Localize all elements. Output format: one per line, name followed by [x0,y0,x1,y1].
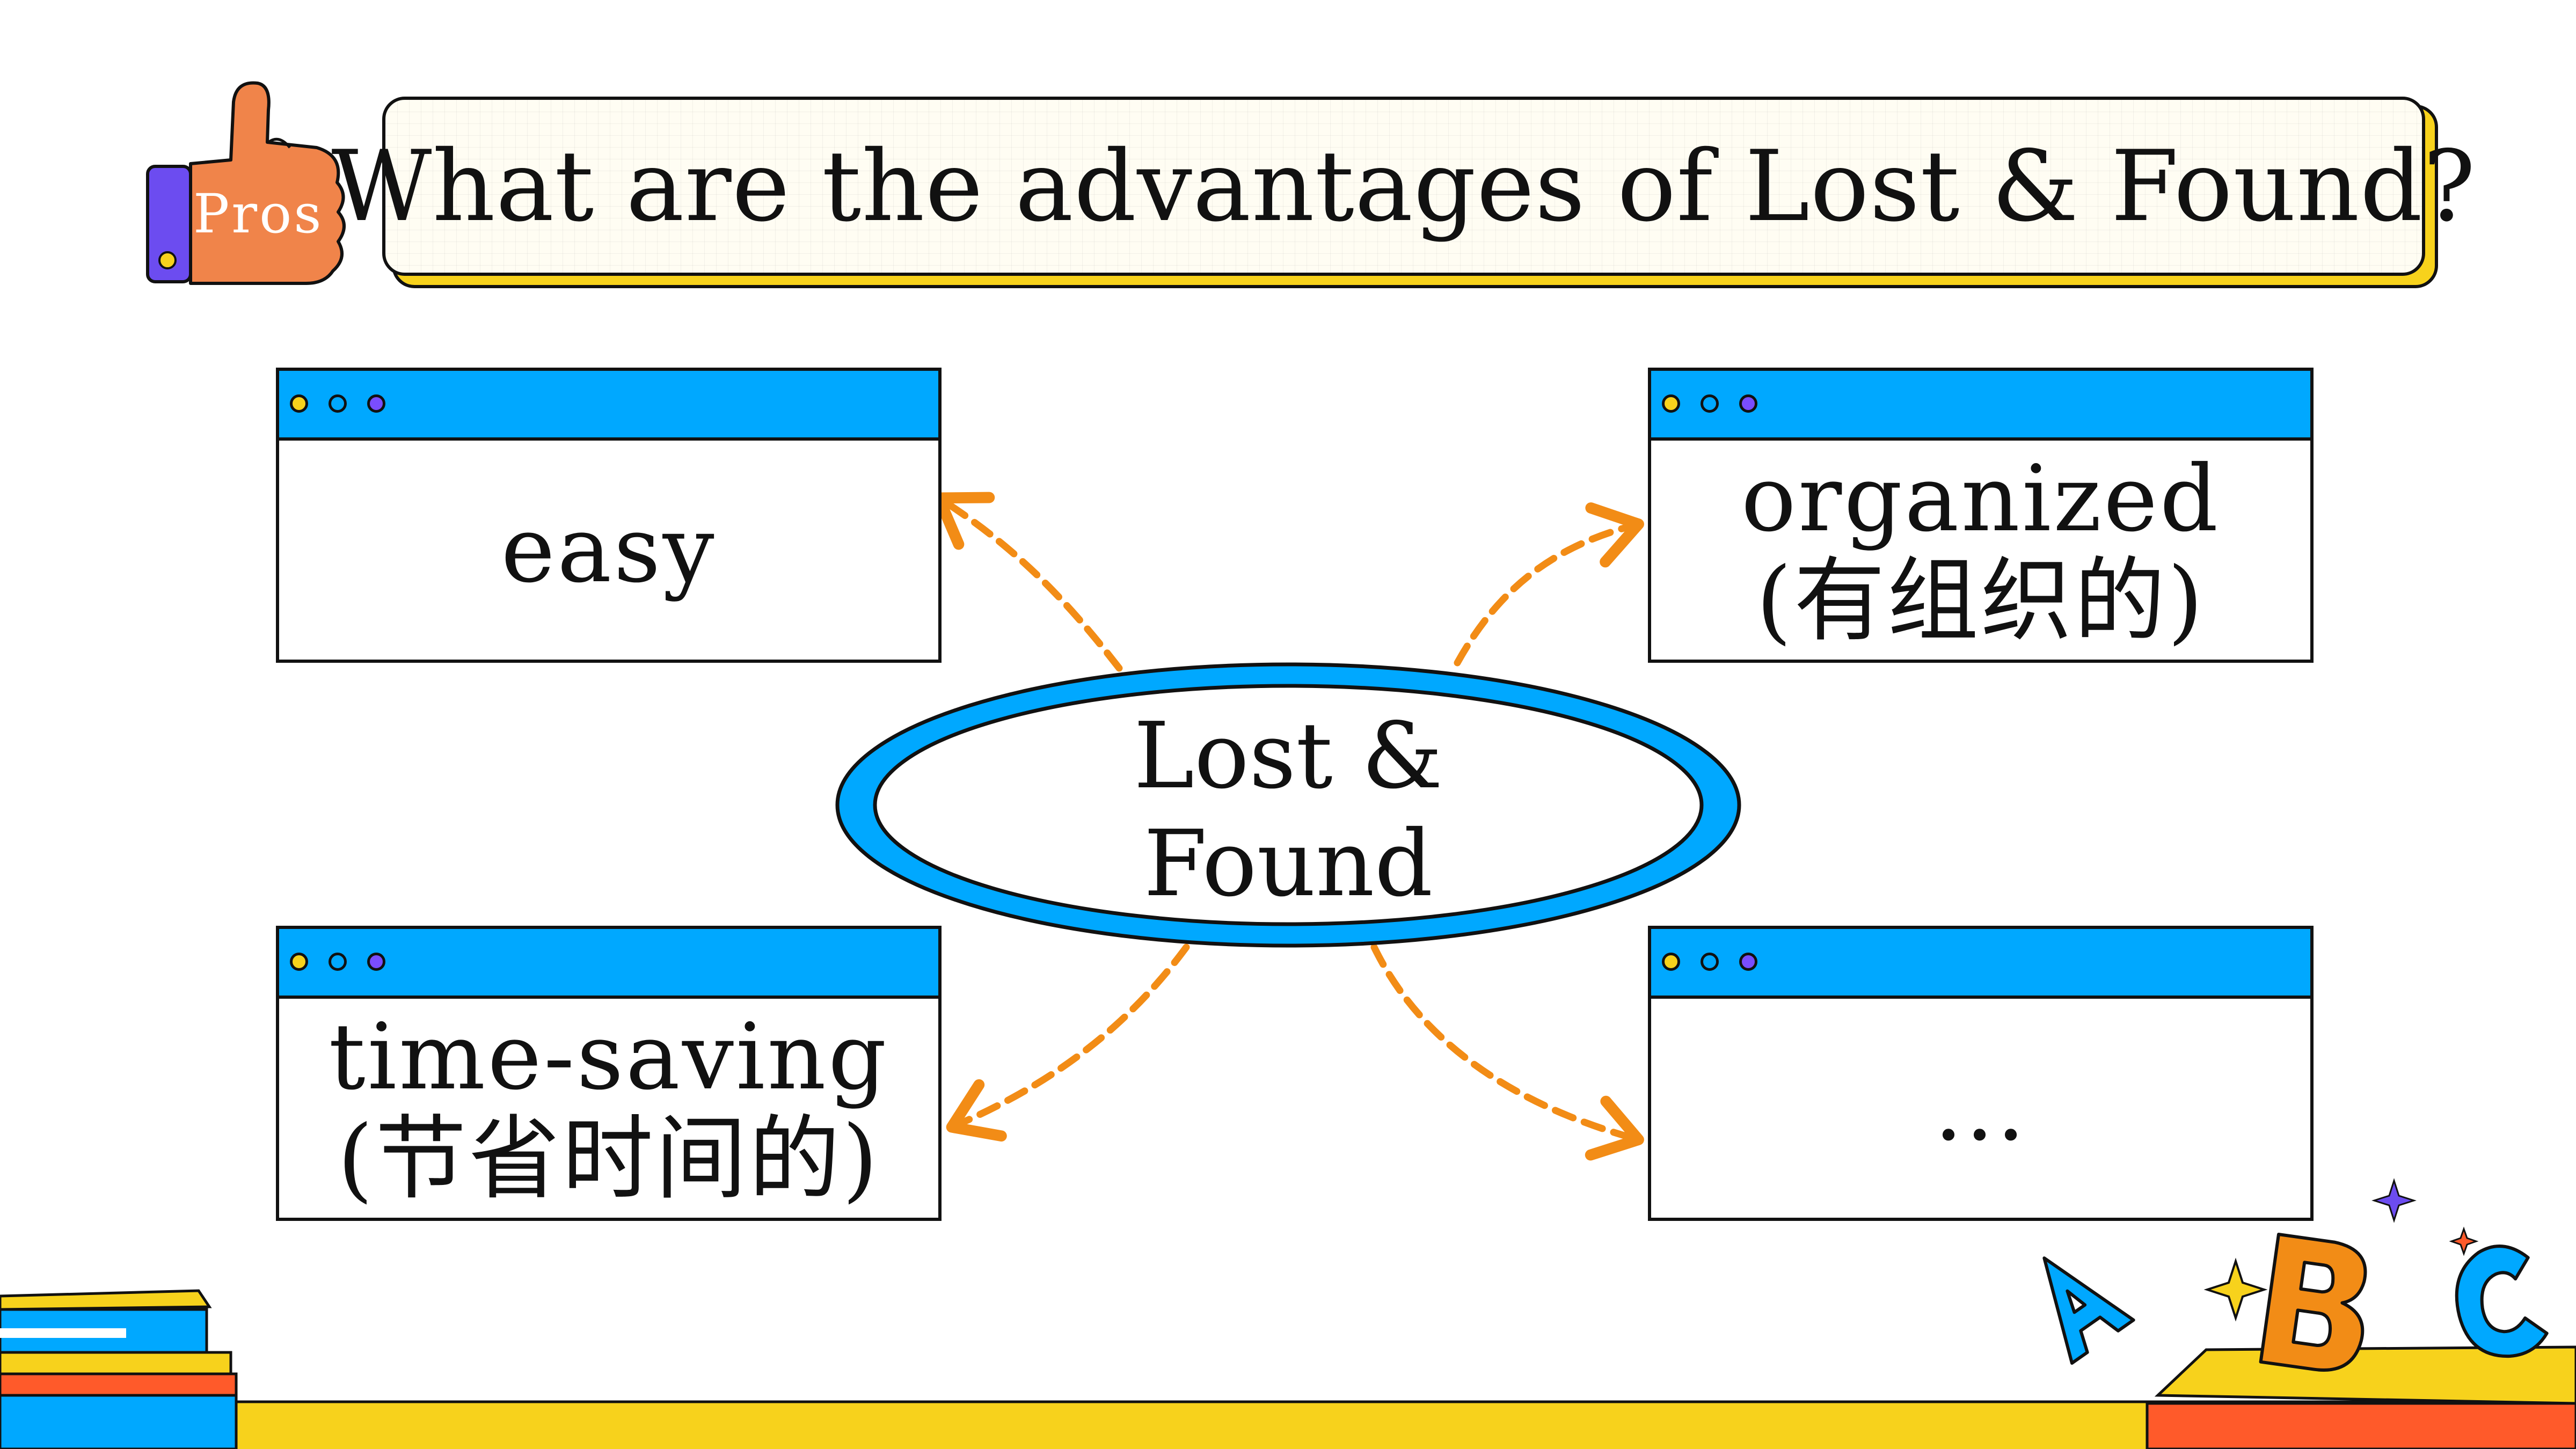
idea-box-easy: easy [276,368,942,663]
window-dot-blue [1701,953,1719,971]
thumbs-up-icon [146,81,346,285]
window-dot-purple [367,953,385,971]
sparkle-icon [2371,1178,2417,1223]
stacked-books-icon [0,1289,238,1449]
idea-box-more: ... [1648,926,2314,1221]
arrow-to-easy [933,492,1123,672]
idea-box-body: organized (有组织的) [1651,441,2310,660]
idea-box-time-saving: time-saving (节省时间的) [276,926,942,1221]
window-title-bar [279,929,938,999]
sparkle-icon [2449,1226,2479,1256]
window-title-bar [1651,929,2310,999]
window-title-bar [1651,371,2310,441]
center-topic-line2: Found [1143,811,1433,917]
idea-box-organized: organized (有组织的) [1648,368,2314,663]
idea-translation: (有组织的) [1756,548,2206,654]
center-topic-line1: Lost & [1133,703,1443,810]
arrow-to-more [1370,943,1644,1161]
abc-blocks-icon [2042,1178,2576,1449]
idea-box-body: time-saving (节省时间的) [279,999,938,1218]
window-dot-purple [1739,394,1757,413]
window-dot-yellow [290,394,308,413]
window-dot-purple [367,394,385,413]
arrow-to-time-saving [946,943,1190,1142]
pros-label: Pros [193,182,324,245]
window-title-bar [279,371,938,441]
window-dot-yellow [1662,953,1680,971]
idea-translation: (节省时间的) [337,1106,880,1212]
idea-text: easy [501,496,717,603]
idea-text: ... [1933,1055,2028,1161]
window-dot-yellow [290,953,308,971]
window-dot-blue [329,394,347,413]
idea-text: time-saving [329,1004,889,1110]
window-dot-yellow [1662,394,1680,413]
page-title: What are the advantages of Lost & Found? [331,129,2476,243]
window-dot-blue [1701,394,1719,413]
arrow-to-organized [1454,502,1644,667]
title-banner: What are the advantages of Lost & Found? [331,97,2476,276]
sparkle-icon [2203,1257,2268,1322]
window-dot-purple [1739,953,1757,971]
idea-text: organized [1741,445,2221,552]
center-ellipse [835,662,1741,948]
window-dot-blue [329,953,347,971]
idea-box-body: easy [279,441,938,660]
center-topic: Lost & Found [1047,687,1530,934]
idea-box-body: ... [1651,999,2310,1218]
